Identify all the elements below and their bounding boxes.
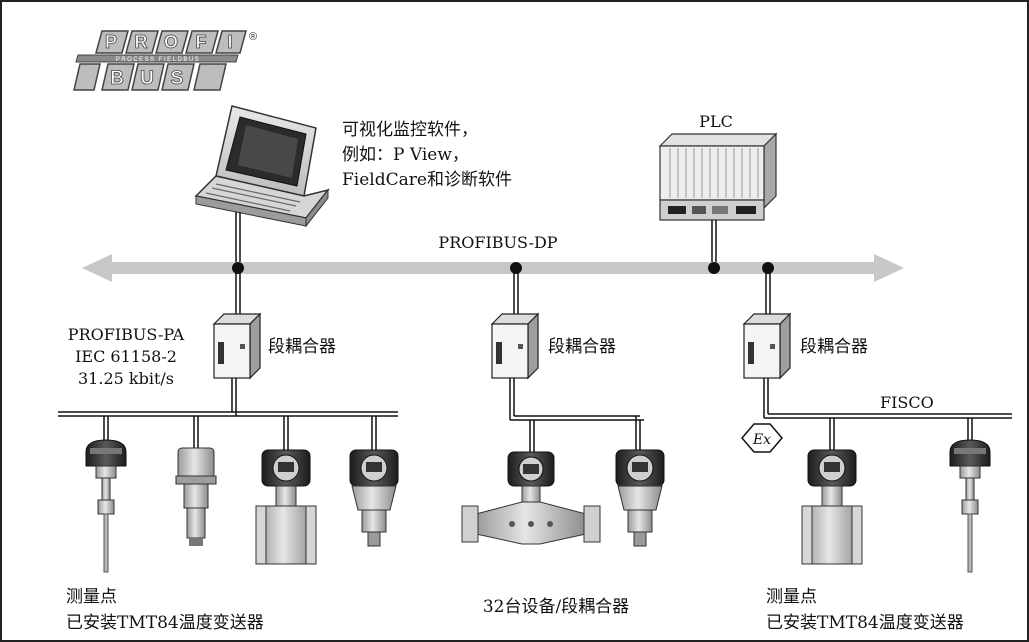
temperature-transmitter-icon bbox=[949, 439, 991, 573]
bottom-left-label-line1: 测量点 bbox=[66, 587, 117, 607]
logo-top-row: P R O F I ® bbox=[95, 30, 257, 54]
logo-letter: O bbox=[164, 32, 178, 52]
coupler-label-3: 段耦合器 bbox=[800, 337, 868, 357]
logo-letter-box: P bbox=[95, 30, 129, 54]
junction-dot bbox=[232, 262, 244, 274]
bottom-left-label-line2: 已安装TMT84温度变送器 bbox=[66, 613, 264, 633]
logo-letter: R bbox=[135, 32, 148, 52]
pa-info-line2: IEC 61158-2 bbox=[75, 347, 177, 366]
junction-dot bbox=[510, 262, 522, 274]
coupler-drop-lines bbox=[235, 268, 771, 318]
dp-bus-label: PROFIBUS-DP bbox=[438, 233, 557, 252]
logo-letter-box: I bbox=[215, 30, 247, 54]
logo-strip: PROCESS FIELDBUS bbox=[75, 54, 239, 63]
logo-letter: F bbox=[196, 32, 207, 52]
plc-label: PLC bbox=[699, 112, 733, 131]
coupler-label-1: 段耦合器 bbox=[268, 337, 336, 357]
logo-letter: B bbox=[110, 68, 124, 89]
pa-info-line3: 31.25 kbit/s bbox=[78, 369, 174, 388]
segment-coupler-3 bbox=[742, 312, 792, 380]
level-sensor-icon bbox=[175, 447, 217, 546]
segment-coupler-2 bbox=[490, 312, 540, 380]
coupler-label-2: 段耦合器 bbox=[548, 337, 616, 357]
ex-hazard-icon: Ex bbox=[741, 423, 783, 453]
logo-letter: S bbox=[171, 68, 184, 89]
bottom-right-label-line2: 已安装TMT84温度变送器 bbox=[766, 613, 964, 633]
flowmeter-icon bbox=[801, 449, 863, 565]
plc-icon bbox=[658, 132, 778, 221]
pa-segment-center bbox=[509, 378, 644, 452]
junction-dot bbox=[708, 262, 720, 274]
logo-letter: U bbox=[140, 68, 154, 89]
logo-bottom-row: B U S bbox=[73, 63, 227, 91]
pa-segment-left bbox=[58, 378, 398, 452]
flowmeter-icon bbox=[255, 449, 317, 565]
bottom-center-label: 32台设备/段耦合器 bbox=[483, 597, 629, 617]
logo-letter-box: R bbox=[125, 30, 159, 54]
logo-letter: I bbox=[227, 32, 232, 52]
logo-letter-box: B bbox=[101, 63, 135, 91]
logo-letter-box: U bbox=[131, 63, 165, 91]
temperature-transmitter-icon bbox=[85, 439, 127, 573]
software-label-line1: 可视化监控软件， bbox=[342, 120, 478, 140]
logo-registered: ® bbox=[249, 31, 257, 43]
segment-coupler-1 bbox=[212, 312, 262, 380]
logo-letter: P bbox=[105, 32, 117, 52]
coriolis-flowmeter-icon bbox=[461, 451, 601, 545]
dp-bus-arrow bbox=[82, 254, 904, 282]
ex-label: Ex bbox=[752, 432, 771, 448]
pa-info-line1: PROFIBUS-PA bbox=[68, 325, 185, 344]
pressure-transmitter-icon bbox=[349, 449, 399, 547]
profibus-logo: P R O F I ® PROCESS FIELDBUS bbox=[73, 30, 257, 91]
logo-strip-text: PROCESS FIELDBUS bbox=[116, 57, 200, 63]
fisco-label: FISCO bbox=[880, 393, 934, 412]
software-label-line2: 例如：P View， bbox=[342, 145, 469, 165]
logo-letter-box: F bbox=[185, 30, 219, 54]
bus-junction-dots bbox=[232, 262, 774, 274]
logo-letter-box: O bbox=[155, 30, 189, 54]
bottom-right-label-line1: 测量点 bbox=[766, 587, 817, 607]
laptop-icon bbox=[194, 105, 330, 228]
software-label-line3: FieldCare和诊断软件 bbox=[342, 170, 512, 190]
junction-dot bbox=[762, 262, 774, 274]
logo-letter-box: S bbox=[161, 63, 195, 91]
pressure-transmitter-icon bbox=[615, 449, 665, 547]
